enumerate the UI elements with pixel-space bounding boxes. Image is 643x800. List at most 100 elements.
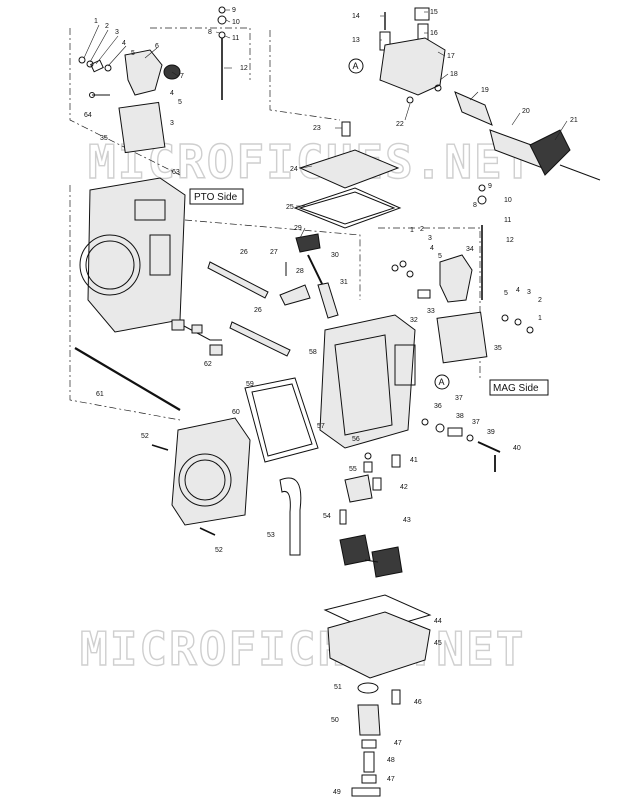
callout-34: 34 <box>466 246 474 253</box>
cover-plate <box>171 417 251 526</box>
long-bolt <box>74 347 181 411</box>
callout-32: 32 <box>410 317 418 324</box>
callout-51: 51 <box>334 684 342 691</box>
callout-23: 23 <box>313 125 321 132</box>
callout-35: 35 <box>100 135 108 142</box>
callout-19: 19 <box>481 87 489 94</box>
callout-54: 54 <box>323 513 331 520</box>
callout-8: 8 <box>208 29 212 36</box>
callout-8b: 8 <box>473 202 477 209</box>
callout-2c: 2 <box>538 297 542 304</box>
small-parts-27-28 <box>279 262 311 306</box>
callout-1b: 1 <box>410 227 414 234</box>
callout-55: 55 <box>349 466 357 473</box>
callout-50: 50 <box>331 717 339 724</box>
callout-52b: 52 <box>215 547 223 554</box>
callout-2b: 2 <box>420 226 424 233</box>
callout-10b: 10 <box>504 197 512 204</box>
callout-41: 41 <box>410 457 418 464</box>
ref-circle-a-top: A <box>348 58 364 74</box>
callout-42: 42 <box>400 484 408 491</box>
ref-circle-a-mid: A <box>434 374 450 390</box>
callout-39: 39 <box>487 429 495 436</box>
mag-linkage-group <box>391 184 534 364</box>
callout-33: 33 <box>427 308 435 315</box>
svg-text:MAG Side: MAG Side <box>493 383 539 394</box>
callout-62: 62 <box>204 361 212 368</box>
callout-18: 18 <box>450 71 458 78</box>
callout-47b: 47 <box>387 776 395 783</box>
guide-rods <box>207 261 291 357</box>
callout-4d: 4 <box>516 287 520 294</box>
cover-gasket <box>293 187 402 229</box>
fuel-fittings <box>171 319 223 356</box>
pto-linkage-group <box>78 49 181 154</box>
assembly-dashed-lines <box>69 27 481 421</box>
callout-21: 21 <box>570 117 578 124</box>
float-assembly <box>339 534 403 578</box>
callout-58: 58 <box>309 349 317 356</box>
callout-52: 52 <box>141 433 149 440</box>
callout-60: 60 <box>232 409 240 416</box>
callout-36: 36 <box>434 403 442 410</box>
callout-59: 59 <box>246 381 254 388</box>
callout-5d: 5 <box>504 290 508 297</box>
callout-43: 43 <box>403 517 411 524</box>
callout-3b: 3 <box>170 120 174 127</box>
callout-3c: 3 <box>428 235 432 242</box>
callout-64: 64 <box>84 112 92 119</box>
callout-24: 24 <box>290 166 298 173</box>
callout-53: 53 <box>267 532 275 539</box>
callout-40: 40 <box>513 445 521 452</box>
mag-carburetor-body <box>319 314 416 449</box>
callout-61: 61 <box>96 391 104 398</box>
jets-group <box>339 452 401 525</box>
callout-45: 45 <box>434 640 442 647</box>
callout-15: 15 <box>430 9 438 16</box>
callout-44: 44 <box>434 618 442 625</box>
needle-assembly-top <box>217 6 227 100</box>
callout-28: 28 <box>296 268 304 275</box>
callout-25: 25 <box>286 204 294 211</box>
callout-11: 11 <box>232 35 239 42</box>
callout-57: 57 <box>317 423 325 430</box>
top-cover-group <box>293 121 402 229</box>
mag-side-label: MAG Side <box>489 379 549 396</box>
spring <box>454 91 493 126</box>
callout-27: 27 <box>270 249 278 256</box>
throttle-linkage <box>379 7 601 181</box>
callout-1c: 1 <box>538 315 542 322</box>
callout-9b: 9 <box>488 183 492 190</box>
callout-14: 14 <box>352 13 360 20</box>
svg-text:A: A <box>353 61 359 71</box>
callout-3: 3 <box>115 29 119 36</box>
callout-12: 12 <box>240 65 248 72</box>
top-cover <box>298 149 400 189</box>
callout-13: 13 <box>352 37 360 44</box>
bowl-drain-group <box>351 682 401 797</box>
pto-side-label: PTO Side <box>189 188 244 205</box>
float-bowl <box>327 611 431 679</box>
callout-numbers: 1 2 3 4 5 6 7 4 5 3 64 35 9 10 8 11 12 1… <box>84 7 578 796</box>
svg-text:A: A <box>439 377 445 387</box>
callout-29: 29 <box>294 225 302 232</box>
callout-4: 4 <box>122 40 126 47</box>
body-gasket <box>244 377 319 463</box>
callout-37b: 37 <box>472 419 480 426</box>
callout-56: 56 <box>352 436 360 443</box>
float-bowl-group <box>323 594 432 679</box>
callout-16: 16 <box>430 30 438 37</box>
callout-46: 46 <box>414 699 422 706</box>
callout-26b: 26 <box>254 307 262 314</box>
callout-4b: 4 <box>170 90 174 97</box>
callout-20: 20 <box>522 108 530 115</box>
clip-ring <box>78 56 86 64</box>
callout-5: 5 <box>131 50 135 57</box>
callout-35b: 35 <box>494 345 502 352</box>
watermark-bottom: MICROFICHES.NET <box>80 622 525 676</box>
reed-plate-mag <box>436 311 488 364</box>
vent-hose <box>279 477 302 556</box>
callout-leaders <box>83 9 568 239</box>
callout-7: 7 <box>180 73 184 80</box>
